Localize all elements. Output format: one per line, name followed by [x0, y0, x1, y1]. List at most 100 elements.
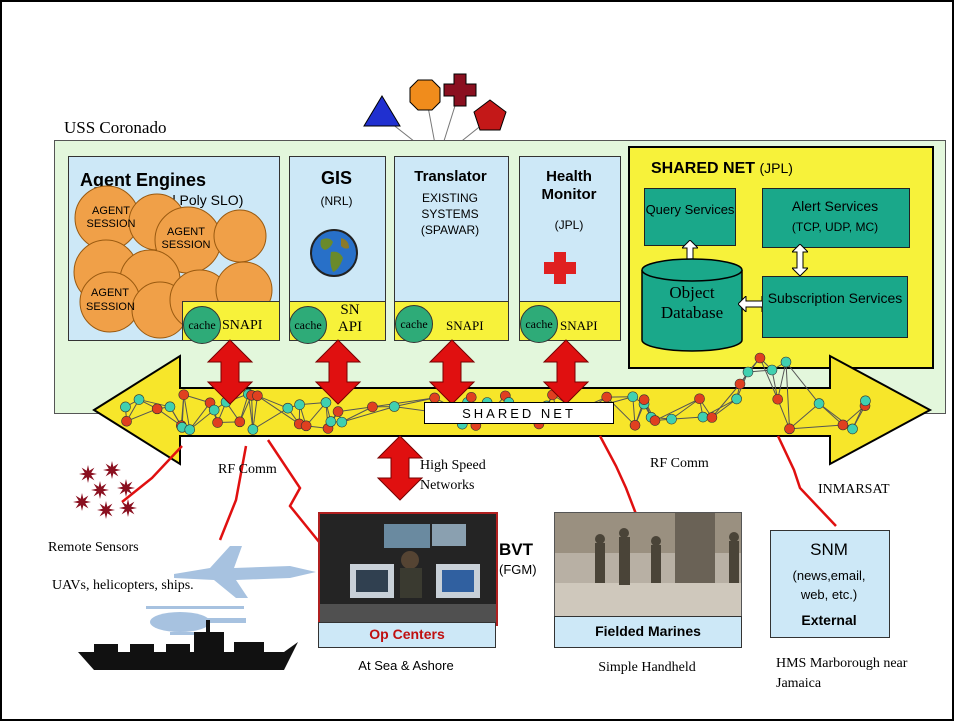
sensor-burst	[119, 499, 137, 517]
shared-net-org: (JPL)	[759, 160, 793, 176]
alert-services-box	[762, 188, 910, 248]
sensor-burst	[97, 501, 115, 519]
op-centers-photo	[318, 512, 498, 626]
network-node	[184, 424, 196, 435]
sensor-burst	[91, 481, 109, 499]
network-node	[754, 352, 766, 364]
helicopter-icon	[146, 606, 246, 635]
alert-services-label: Alert Services	[791, 198, 879, 214]
network-node	[367, 401, 378, 413]
network-node	[178, 389, 190, 401]
rf-link-opcenter	[266, 439, 325, 549]
pentagon-shape	[473, 99, 507, 131]
health-snapi: SNAPI	[560, 318, 598, 333]
triangle-shape	[363, 95, 401, 127]
agent-engines-title: Agent Engines	[80, 170, 207, 190]
cross-shape	[443, 73, 477, 107]
network-node	[629, 420, 641, 431]
marines-caption: Simple Handheld	[598, 660, 696, 675]
network-node	[294, 399, 305, 410]
marines-photo	[554, 512, 742, 618]
alert-services-sub: (TCP, UDP, MC)	[791, 220, 879, 234]
object-database-cylinder	[641, 258, 743, 352]
gis-org: (NRL)	[320, 194, 353, 208]
network-node	[336, 416, 348, 428]
network-node	[389, 401, 400, 412]
translator-subtitle: EXISTING SYSTEMS (SPAWAR)	[420, 191, 480, 237]
network-node	[734, 378, 746, 390]
network-node	[212, 417, 223, 428]
gis-cache: cache	[289, 306, 327, 344]
network-node	[247, 424, 259, 435]
network-node	[300, 420, 312, 432]
aircraft-icon	[174, 546, 316, 598]
shared-net-backbone-label: SHARED NET	[424, 402, 614, 424]
network-node	[780, 356, 792, 368]
rf-link-uav	[218, 445, 248, 541]
translator-snapi: SNAPI	[446, 318, 484, 333]
network-node	[121, 415, 132, 427]
marines-label: Fielded Marines	[554, 616, 742, 648]
op-centers-label: Op Centers	[318, 622, 496, 648]
network-node	[772, 393, 784, 405]
network-node	[234, 416, 246, 428]
network-node	[813, 398, 825, 409]
sensor-burst	[73, 493, 91, 511]
sensor-burst	[117, 479, 135, 497]
network-node	[706, 412, 718, 423]
query-services-box: Query Services	[644, 188, 736, 246]
op-center-screens-image	[320, 514, 496, 624]
remote-sensors-label: Remote Sensors	[48, 540, 139, 555]
network-node	[282, 402, 294, 414]
network-node	[666, 413, 677, 425]
translator-title: Translator	[414, 168, 487, 185]
network-node	[164, 401, 176, 413]
op-centers-caption: At Sea & Ashore	[358, 658, 454, 673]
snm-caption: HMS Marborough near Jamaica	[776, 656, 908, 691]
subscription-services-box: Subscription Services	[762, 276, 908, 338]
octagon-shape	[409, 79, 441, 111]
rf-comm-left-label: RF Comm	[218, 462, 277, 477]
agent-session-label-1: AGENT SESSION	[86, 205, 136, 230]
network-node	[784, 423, 795, 435]
rf-comm-right-label: RF Comm	[650, 456, 709, 471]
network-node	[847, 423, 858, 435]
remote-sensors-icon	[73, 461, 137, 519]
network-node	[325, 416, 337, 427]
health-monitor-org: (JPL)	[554, 218, 584, 232]
network-node	[742, 366, 754, 378]
rf-link-marines	[598, 435, 638, 515]
rf-link-snm	[776, 435, 837, 527]
snm-footer: External	[801, 612, 857, 628]
agent-engines-cache: cache	[183, 306, 221, 344]
gis-title: GIS	[320, 168, 352, 188]
sensor-burst	[103, 461, 121, 479]
snm-body: (news,email, web, etc.)	[792, 568, 866, 602]
ship-icon	[78, 620, 298, 670]
translator-cache: cache	[395, 305, 433, 343]
marines-image	[555, 513, 741, 617]
red-cross-icon	[544, 252, 576, 284]
shapes-cluster	[363, 73, 507, 161]
health-monitor-title: Health Monitor	[541, 168, 597, 203]
network-node	[860, 395, 871, 407]
alert-subscription-arrow	[792, 244, 808, 276]
gis-snapi: SN API	[337, 302, 363, 335]
globe-icon	[310, 229, 358, 277]
network-node	[252, 390, 263, 402]
agent-session-label-3: AGENT SESSION	[86, 287, 135, 313]
agent-engines-snapi: SNAPI	[222, 318, 263, 333]
network-node	[208, 404, 220, 416]
bvt-label: BVT	[499, 540, 533, 559]
high-speed-label: High Speed Networks	[420, 458, 486, 493]
snm-box	[770, 530, 890, 638]
network-node	[151, 403, 163, 415]
network-node	[332, 406, 344, 417]
network-node	[320, 397, 332, 408]
object-database-label: Object Database	[660, 283, 724, 322]
network-node	[638, 394, 650, 405]
health-cache: cache	[520, 305, 558, 343]
network-node	[694, 393, 705, 405]
agent-session-label-2: AGENT SESSION	[161, 226, 211, 251]
shared-net-title: SHARED NET (JPL)	[651, 160, 793, 178]
